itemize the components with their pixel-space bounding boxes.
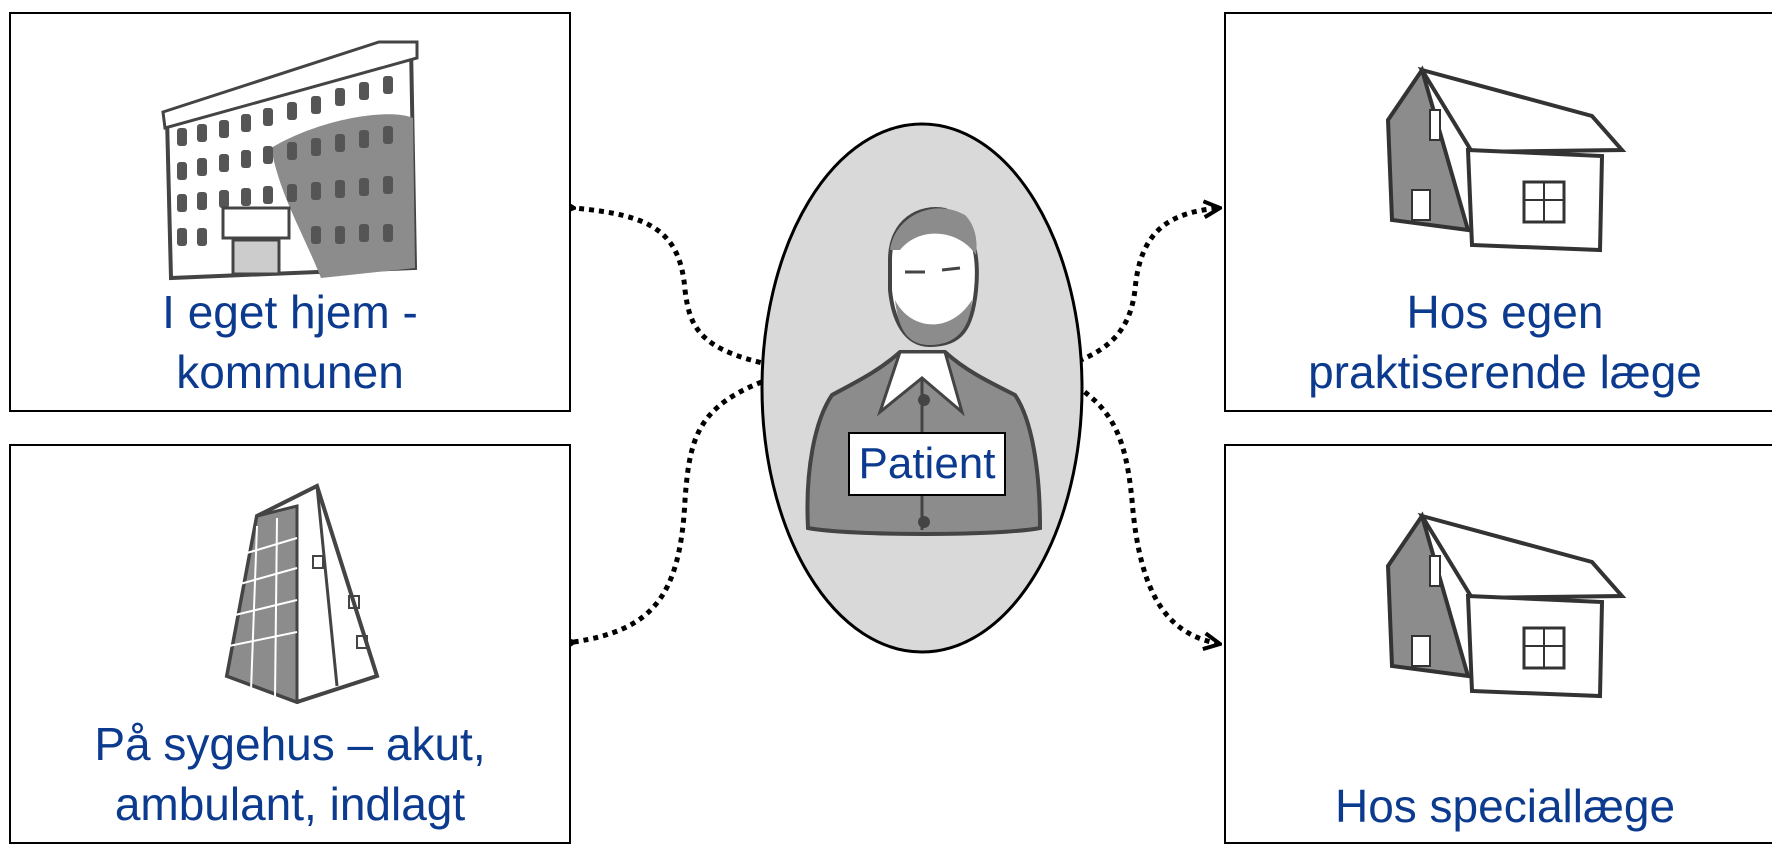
box-home: I eget hjem - kommunen — [9, 12, 571, 412]
box-hospital: På sygehus – akut, ambulant, indlagt — [9, 444, 571, 844]
box-home-label: I eget hjem - kommunen — [162, 286, 418, 398]
house-icon — [1385, 65, 1627, 253]
house-icon — [1385, 511, 1627, 699]
box-hospital-label: På sygehus – akut, ambulant, indlagt — [94, 718, 486, 830]
box-specialist-label: Hos speciallæge — [1334, 780, 1676, 832]
arrow-to-specialist — [1048, 369, 1220, 644]
box-gp: Hos egen praktiserende læge — [1224, 12, 1772, 412]
arrow-to-hospital — [574, 369, 791, 642]
arrow-to-home — [574, 208, 801, 373]
box-specialist: Hos speciallæge — [1224, 444, 1772, 844]
apartment-building-icon — [161, 40, 419, 281]
box-gp-label: Hos egen praktiserende læge — [1308, 286, 1702, 398]
hospital-building-icon — [224, 483, 380, 705]
patient-label: Patient — [848, 432, 1006, 496]
